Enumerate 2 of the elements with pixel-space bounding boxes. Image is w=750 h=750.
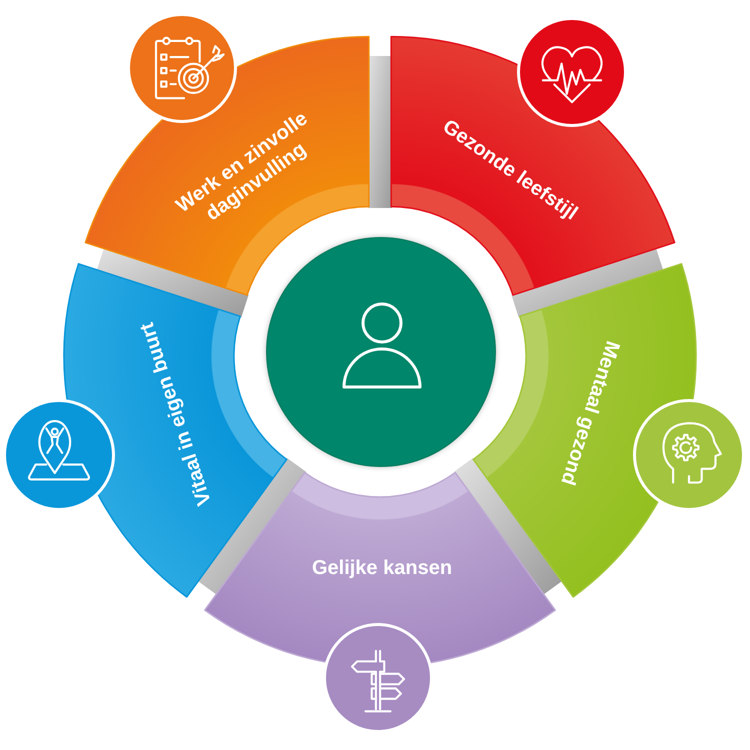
segment-label: Gelijke kansen [312, 556, 452, 580]
segment-label: Vitaal in eigen buurt [135, 320, 217, 508]
